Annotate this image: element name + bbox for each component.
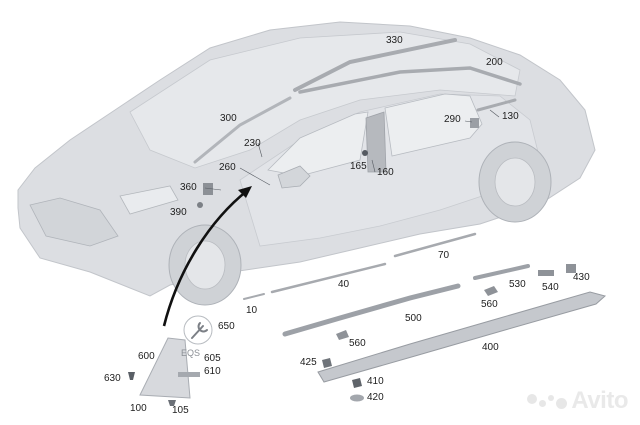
part-290 — [470, 118, 479, 128]
callout-605: 605 — [204, 353, 221, 364]
strip-200 — [298, 66, 522, 94]
callout-260: 260 — [219, 162, 236, 173]
strip-330 — [293, 38, 457, 92]
rear-wheel-hub — [494, 157, 536, 207]
wrench-icon — [191, 322, 208, 339]
strip-40 — [270, 262, 387, 294]
callout-290: 290 — [444, 114, 461, 125]
callout-630: 630 — [104, 373, 121, 384]
part-425 — [322, 358, 332, 368]
callout-530: 530 — [509, 279, 526, 290]
avito-watermark-text: Avito — [571, 387, 628, 414]
strip-500 — [282, 283, 461, 337]
headlight — [119, 185, 179, 215]
strip-530 — [473, 264, 530, 280]
callout-540: 540 — [542, 282, 559, 293]
part-410 — [352, 378, 362, 388]
callout-330: 330 — [386, 35, 403, 46]
grille — [29, 197, 119, 247]
callout-200: 200 — [486, 57, 503, 68]
avito-logo-icon — [527, 393, 568, 409]
callout-425: 425 — [300, 357, 317, 368]
callout-410: 410 — [367, 376, 384, 387]
callout-105: 105 — [172, 405, 189, 416]
avito-watermark: Avito — [527, 387, 628, 415]
callout-130: 130 — [502, 111, 519, 122]
callout-650: 650 — [218, 321, 235, 332]
callout-420: 420 — [367, 392, 384, 403]
callout-10: 10 — [246, 305, 258, 316]
callout-400: 400 — [482, 342, 499, 353]
leader-lines — [204, 109, 500, 191]
front-wheel-hub — [184, 240, 226, 290]
part-105 — [168, 400, 176, 406]
part-430 — [566, 264, 576, 273]
callout-230: 230 — [244, 138, 261, 149]
part-165 — [362, 150, 368, 156]
rear-window — [384, 93, 483, 157]
strip-70 — [393, 232, 477, 258]
eqs-emblem: EQS — [181, 348, 200, 358]
strip-10 — [243, 293, 265, 300]
part-390 — [197, 202, 203, 208]
callout-40: 40 — [338, 279, 350, 290]
callout-300: 300 — [220, 113, 237, 124]
part-560a — [484, 286, 498, 296]
callout-500: 500 — [405, 313, 422, 324]
strip-130 — [476, 98, 517, 112]
mirror — [277, 165, 311, 189]
side-skirt-400 — [317, 291, 607, 383]
callout-70: 70 — [438, 250, 450, 261]
callout-165: 165 — [350, 161, 367, 172]
part-360 — [203, 183, 213, 195]
callout-390: 390 — [170, 207, 187, 218]
b-pillar-160 — [365, 111, 387, 173]
part-630 — [128, 372, 135, 380]
pointer-arrow — [162, 188, 249, 327]
callout-560-lower: 560 — [349, 338, 366, 349]
callout-600: 600 — [138, 351, 155, 362]
strip-300 — [193, 96, 292, 164]
callout-160: 160 — [377, 167, 394, 178]
part-540 — [538, 270, 554, 276]
pillar-trim-100 — [139, 337, 191, 399]
part-420 — [350, 394, 364, 402]
callout-360: 360 — [180, 182, 197, 193]
part-560b — [336, 330, 349, 340]
callout-610: 610 — [204, 366, 221, 377]
pointer-arrow-head — [238, 186, 252, 198]
callout-100: 100 — [130, 403, 147, 414]
callout-430: 430 — [573, 272, 590, 283]
badge-610 — [178, 372, 200, 377]
callout-560-upper: 560 — [481, 299, 498, 310]
